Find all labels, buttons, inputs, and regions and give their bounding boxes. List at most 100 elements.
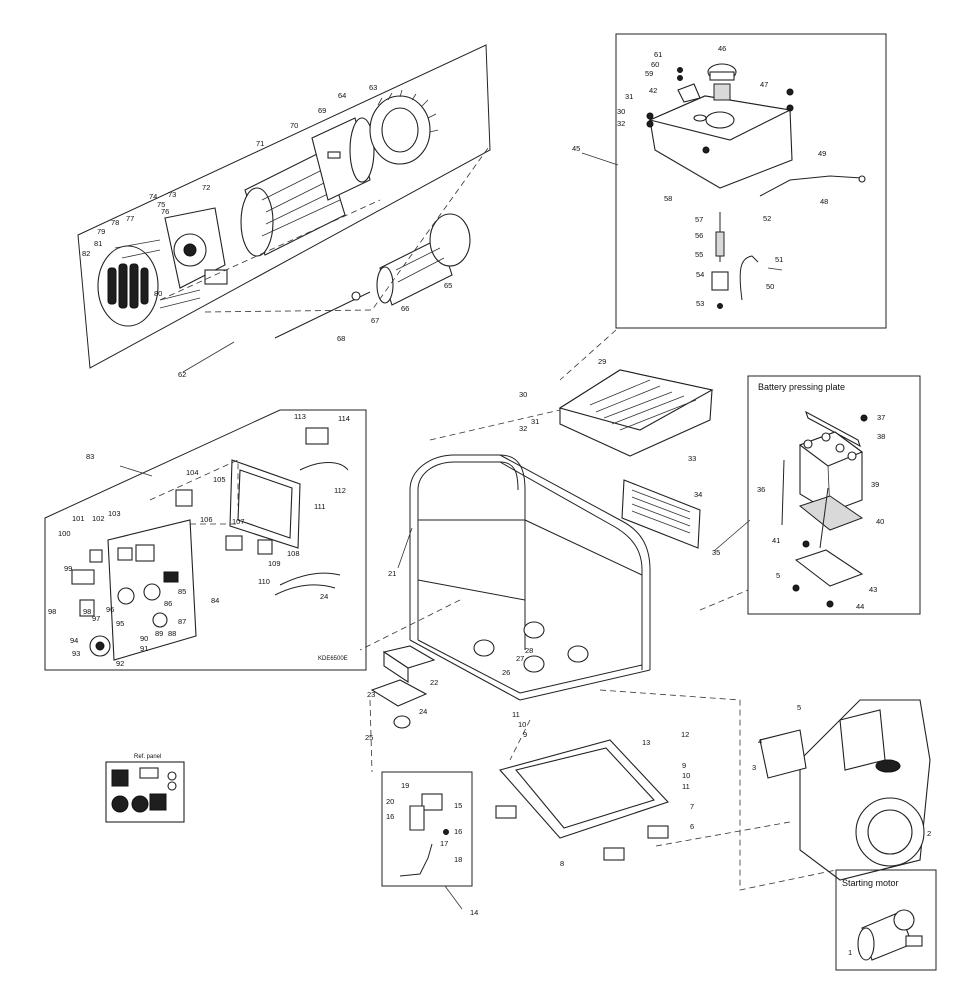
label-101: 101 (72, 514, 85, 523)
wire-harness (299, 462, 349, 471)
label-63: 63 (369, 83, 377, 92)
part-number-labels: 63 64 69 70 71 72 73 74 75 76 77 78 79 8… (48, 44, 931, 957)
label-74: 74 (149, 192, 157, 201)
label-3: 3 (752, 763, 756, 772)
alternator-group (77, 44, 491, 369)
label-107: 107 (232, 517, 245, 526)
engine (759, 699, 931, 881)
label-104: 104 (186, 468, 199, 477)
label-103: 103 (108, 509, 121, 518)
label-27: 27 (516, 654, 524, 663)
label-82: 82 (82, 249, 90, 258)
label-52: 52 (763, 214, 771, 223)
label-47: 47 (760, 80, 768, 89)
label-113: 113 (294, 412, 306, 421)
label-26: 26 (502, 668, 510, 677)
label-102: 102 (92, 514, 105, 523)
assembly-guides (359, 329, 837, 891)
label-11a: 11 (512, 710, 520, 719)
circuit-breaker (225, 535, 243, 551)
rotor (376, 213, 471, 306)
label-15: 15 (454, 801, 462, 810)
label-23: 23 (367, 690, 375, 699)
label-64: 64 (338, 91, 346, 100)
pilot-lamp (89, 549, 103, 563)
label-71: 71 (256, 139, 264, 148)
voltage-regulator (305, 427, 329, 445)
label-29: 29 (598, 357, 606, 366)
label-35: 35 (712, 548, 720, 557)
label-76: 76 (161, 207, 169, 216)
model-label: KDE6500E (318, 656, 348, 662)
battery-rod (781, 459, 785, 526)
label-46: 46 (718, 44, 726, 53)
label-7: 7 (690, 802, 694, 811)
label-34: 34 (694, 490, 702, 499)
label-31b: 31 (531, 417, 539, 426)
label-11b: 11 (682, 782, 690, 791)
label-91: 91 (140, 644, 148, 653)
label-75: 75 (157, 200, 165, 209)
panel-rear-frame (229, 459, 301, 549)
label-77: 77 (126, 214, 134, 223)
label-97: 97 (92, 614, 100, 623)
label-2: 2 (927, 829, 931, 838)
label-84: 84 (211, 596, 219, 605)
label-114: 114 (338, 414, 350, 423)
label-17: 17 (440, 839, 448, 848)
wiring-group (381, 771, 473, 887)
fuel-cap (707, 63, 737, 101)
label-42: 42 (649, 86, 657, 95)
fuel-tank-group (615, 33, 887, 329)
mount (473, 639, 495, 657)
label-36: 36 (757, 485, 765, 494)
sensor-wire (399, 843, 433, 877)
label-93: 93 (72, 649, 80, 658)
label-110: 110 (258, 577, 270, 586)
label-95: 95 (116, 619, 124, 628)
label-6: 6 (690, 822, 694, 831)
label-24a: 24 (419, 707, 427, 716)
label-9b: 9 (682, 761, 686, 770)
label-73: 73 (168, 190, 176, 199)
label-69: 69 (318, 106, 326, 115)
label-109: 109 (268, 559, 281, 568)
battery-group-frame (747, 375, 921, 615)
label-30b: 30 (519, 390, 527, 399)
front-fan-cover (369, 89, 439, 165)
leader-lines (119, 152, 751, 910)
label-87: 87 (178, 617, 186, 626)
label-79: 79 (97, 227, 105, 236)
label-13: 13 (642, 738, 650, 747)
label-10a: 10 (518, 720, 526, 729)
label-58: 58 (664, 194, 672, 203)
label-16b: 16 (454, 827, 462, 836)
control-panel-group: KDE6500E (44, 409, 367, 671)
alternator-group-frame (77, 44, 491, 369)
label-65: 65 (444, 281, 452, 290)
label-25: 25 (365, 733, 373, 742)
capacitor (257, 539, 273, 555)
label-68: 68 (337, 334, 345, 343)
label-106: 106 (200, 515, 213, 524)
fuel-gauge-bracket (677, 67, 701, 103)
label-54: 54 (696, 270, 704, 279)
label-88: 88 (168, 629, 176, 638)
label-53: 53 (696, 299, 704, 308)
label-80: 80 (154, 289, 162, 298)
end-bracket (164, 207, 228, 289)
label-24b: 24 (320, 592, 328, 601)
label-98a: 98 (48, 607, 56, 616)
label-37: 37 (877, 413, 885, 422)
label-39: 39 (871, 480, 879, 489)
fuel-hose (759, 175, 863, 197)
label-31a: 31 (625, 92, 633, 101)
label-18: 18 (454, 855, 462, 864)
label-1: 1 (848, 948, 852, 957)
label-32a: 32 (617, 119, 625, 128)
hose-pipe (739, 255, 759, 301)
label-67: 67 (371, 316, 379, 325)
label-16a: 16 (386, 812, 394, 821)
label-21: 21 (388, 569, 396, 578)
roof-cover (558, 369, 714, 457)
